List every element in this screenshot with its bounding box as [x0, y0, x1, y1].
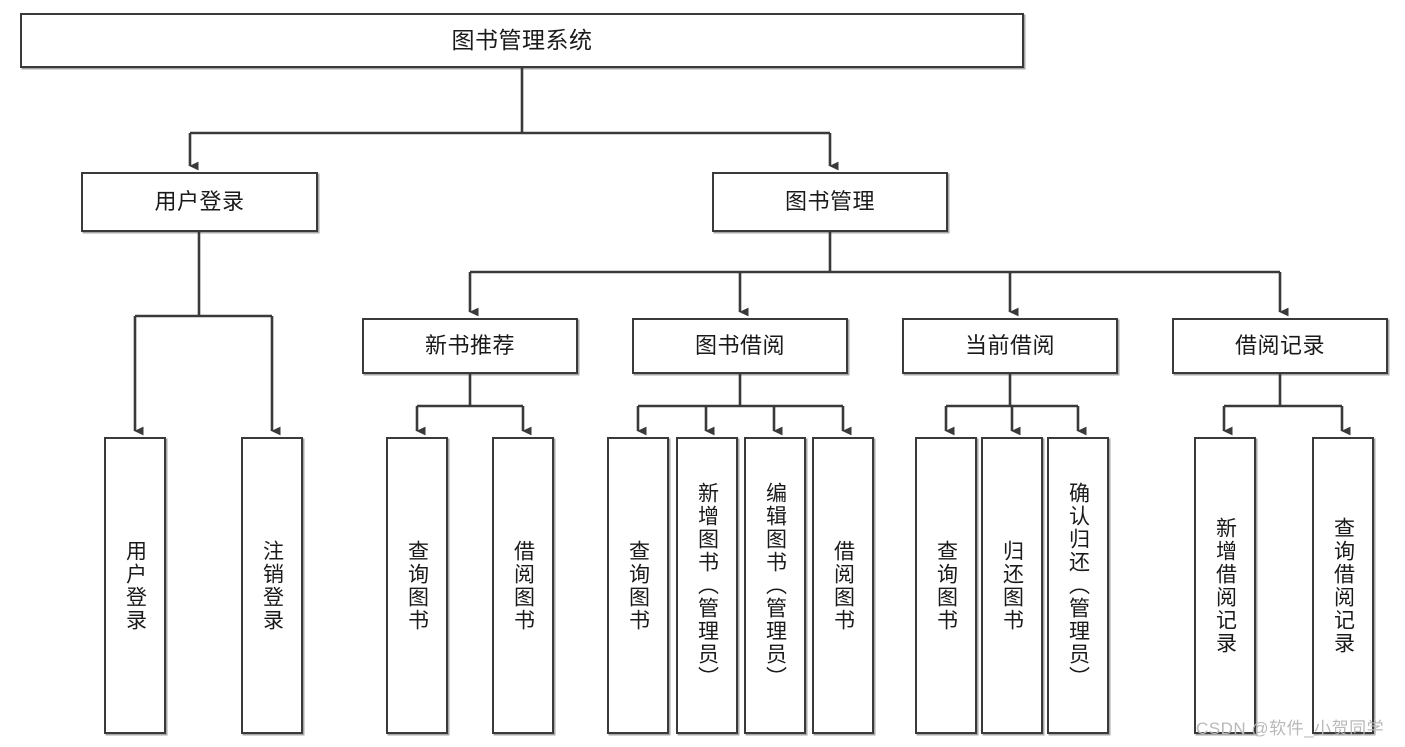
node-label: 图书管理	[784, 189, 875, 215]
node-label: 查询图书	[405, 539, 429, 632]
node-label: 图书借阅	[694, 333, 785, 359]
node-label: 新书推荐	[424, 333, 515, 359]
leaf-borrow-add-book-admin[interactable]: 新增图书（管理员）	[676, 437, 738, 734]
leaf-borrow-query-book[interactable]: 查询图书	[607, 437, 669, 734]
node-label: 编辑图书（管理员）	[763, 482, 787, 689]
node-book-management[interactable]: 图书管理	[712, 172, 948, 232]
node-label: 新增图书（管理员）	[695, 482, 719, 689]
leaf-borrow-edit-book-admin[interactable]: 编辑图书（管理员）	[744, 437, 806, 734]
leaf-records-query-record[interactable]: 查询借阅记录	[1312, 437, 1374, 734]
node-user-login[interactable]: 用户登录	[81, 172, 318, 232]
node-borrow-records[interactable]: 借阅记录	[1172, 318, 1388, 374]
node-label: 注销登录	[260, 539, 284, 632]
leaf-user-login-signin[interactable]: 用户登录	[104, 437, 166, 734]
node-current-borrow[interactable]: 当前借阅	[902, 318, 1118, 374]
node-label: 借阅图书	[511, 539, 535, 632]
leaf-current-query-book[interactable]: 查询图书	[915, 437, 977, 734]
node-label: 查询图书	[934, 539, 958, 632]
leaf-new-book-borrow[interactable]: 借阅图书	[492, 437, 554, 734]
node-label: 借阅图书	[831, 539, 855, 632]
node-root-system[interactable]: 图书管理系统	[20, 13, 1024, 68]
leaf-current-return-book[interactable]: 归还图书	[981, 437, 1043, 734]
node-label: 用户登录	[154, 189, 245, 215]
leaf-current-confirm-return-admin[interactable]: 确认归还（管理员）	[1047, 437, 1109, 734]
node-label: 新增借阅记录	[1213, 516, 1237, 655]
node-label: 当前借阅	[964, 333, 1055, 359]
node-new-book-recommend[interactable]: 新书推荐	[362, 318, 578, 374]
leaf-user-login-signout[interactable]: 注销登录	[241, 437, 303, 734]
node-label: 查询借阅记录	[1331, 516, 1355, 655]
leaf-new-book-query[interactable]: 查询图书	[386, 437, 448, 734]
node-label: 用户登录	[123, 539, 147, 632]
leaf-borrow-borrow-book[interactable]: 借阅图书	[812, 437, 874, 734]
node-label: 确认归还（管理员）	[1066, 482, 1090, 689]
node-label: 归还图书	[1000, 539, 1024, 632]
node-label: 图书管理系统	[451, 27, 593, 54]
leaf-records-add-record[interactable]: 新增借阅记录	[1194, 437, 1256, 734]
node-label: 借阅记录	[1234, 333, 1325, 359]
node-book-borrow[interactable]: 图书借阅	[632, 318, 848, 374]
node-label: 查询图书	[626, 539, 650, 632]
